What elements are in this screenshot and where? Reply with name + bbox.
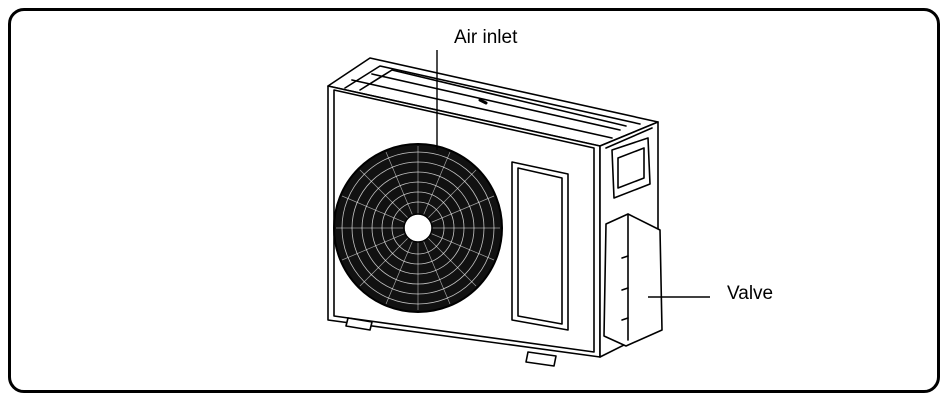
label-valve: Valve bbox=[727, 283, 774, 304]
fan-guard bbox=[333, 143, 503, 313]
label-air-inlet: Air inlet bbox=[454, 27, 518, 48]
fan-hub bbox=[403, 213, 433, 243]
side-handle bbox=[611, 137, 651, 199]
right-foot bbox=[525, 351, 557, 367]
left-foot bbox=[345, 317, 373, 331]
valve-cover bbox=[603, 213, 663, 347]
